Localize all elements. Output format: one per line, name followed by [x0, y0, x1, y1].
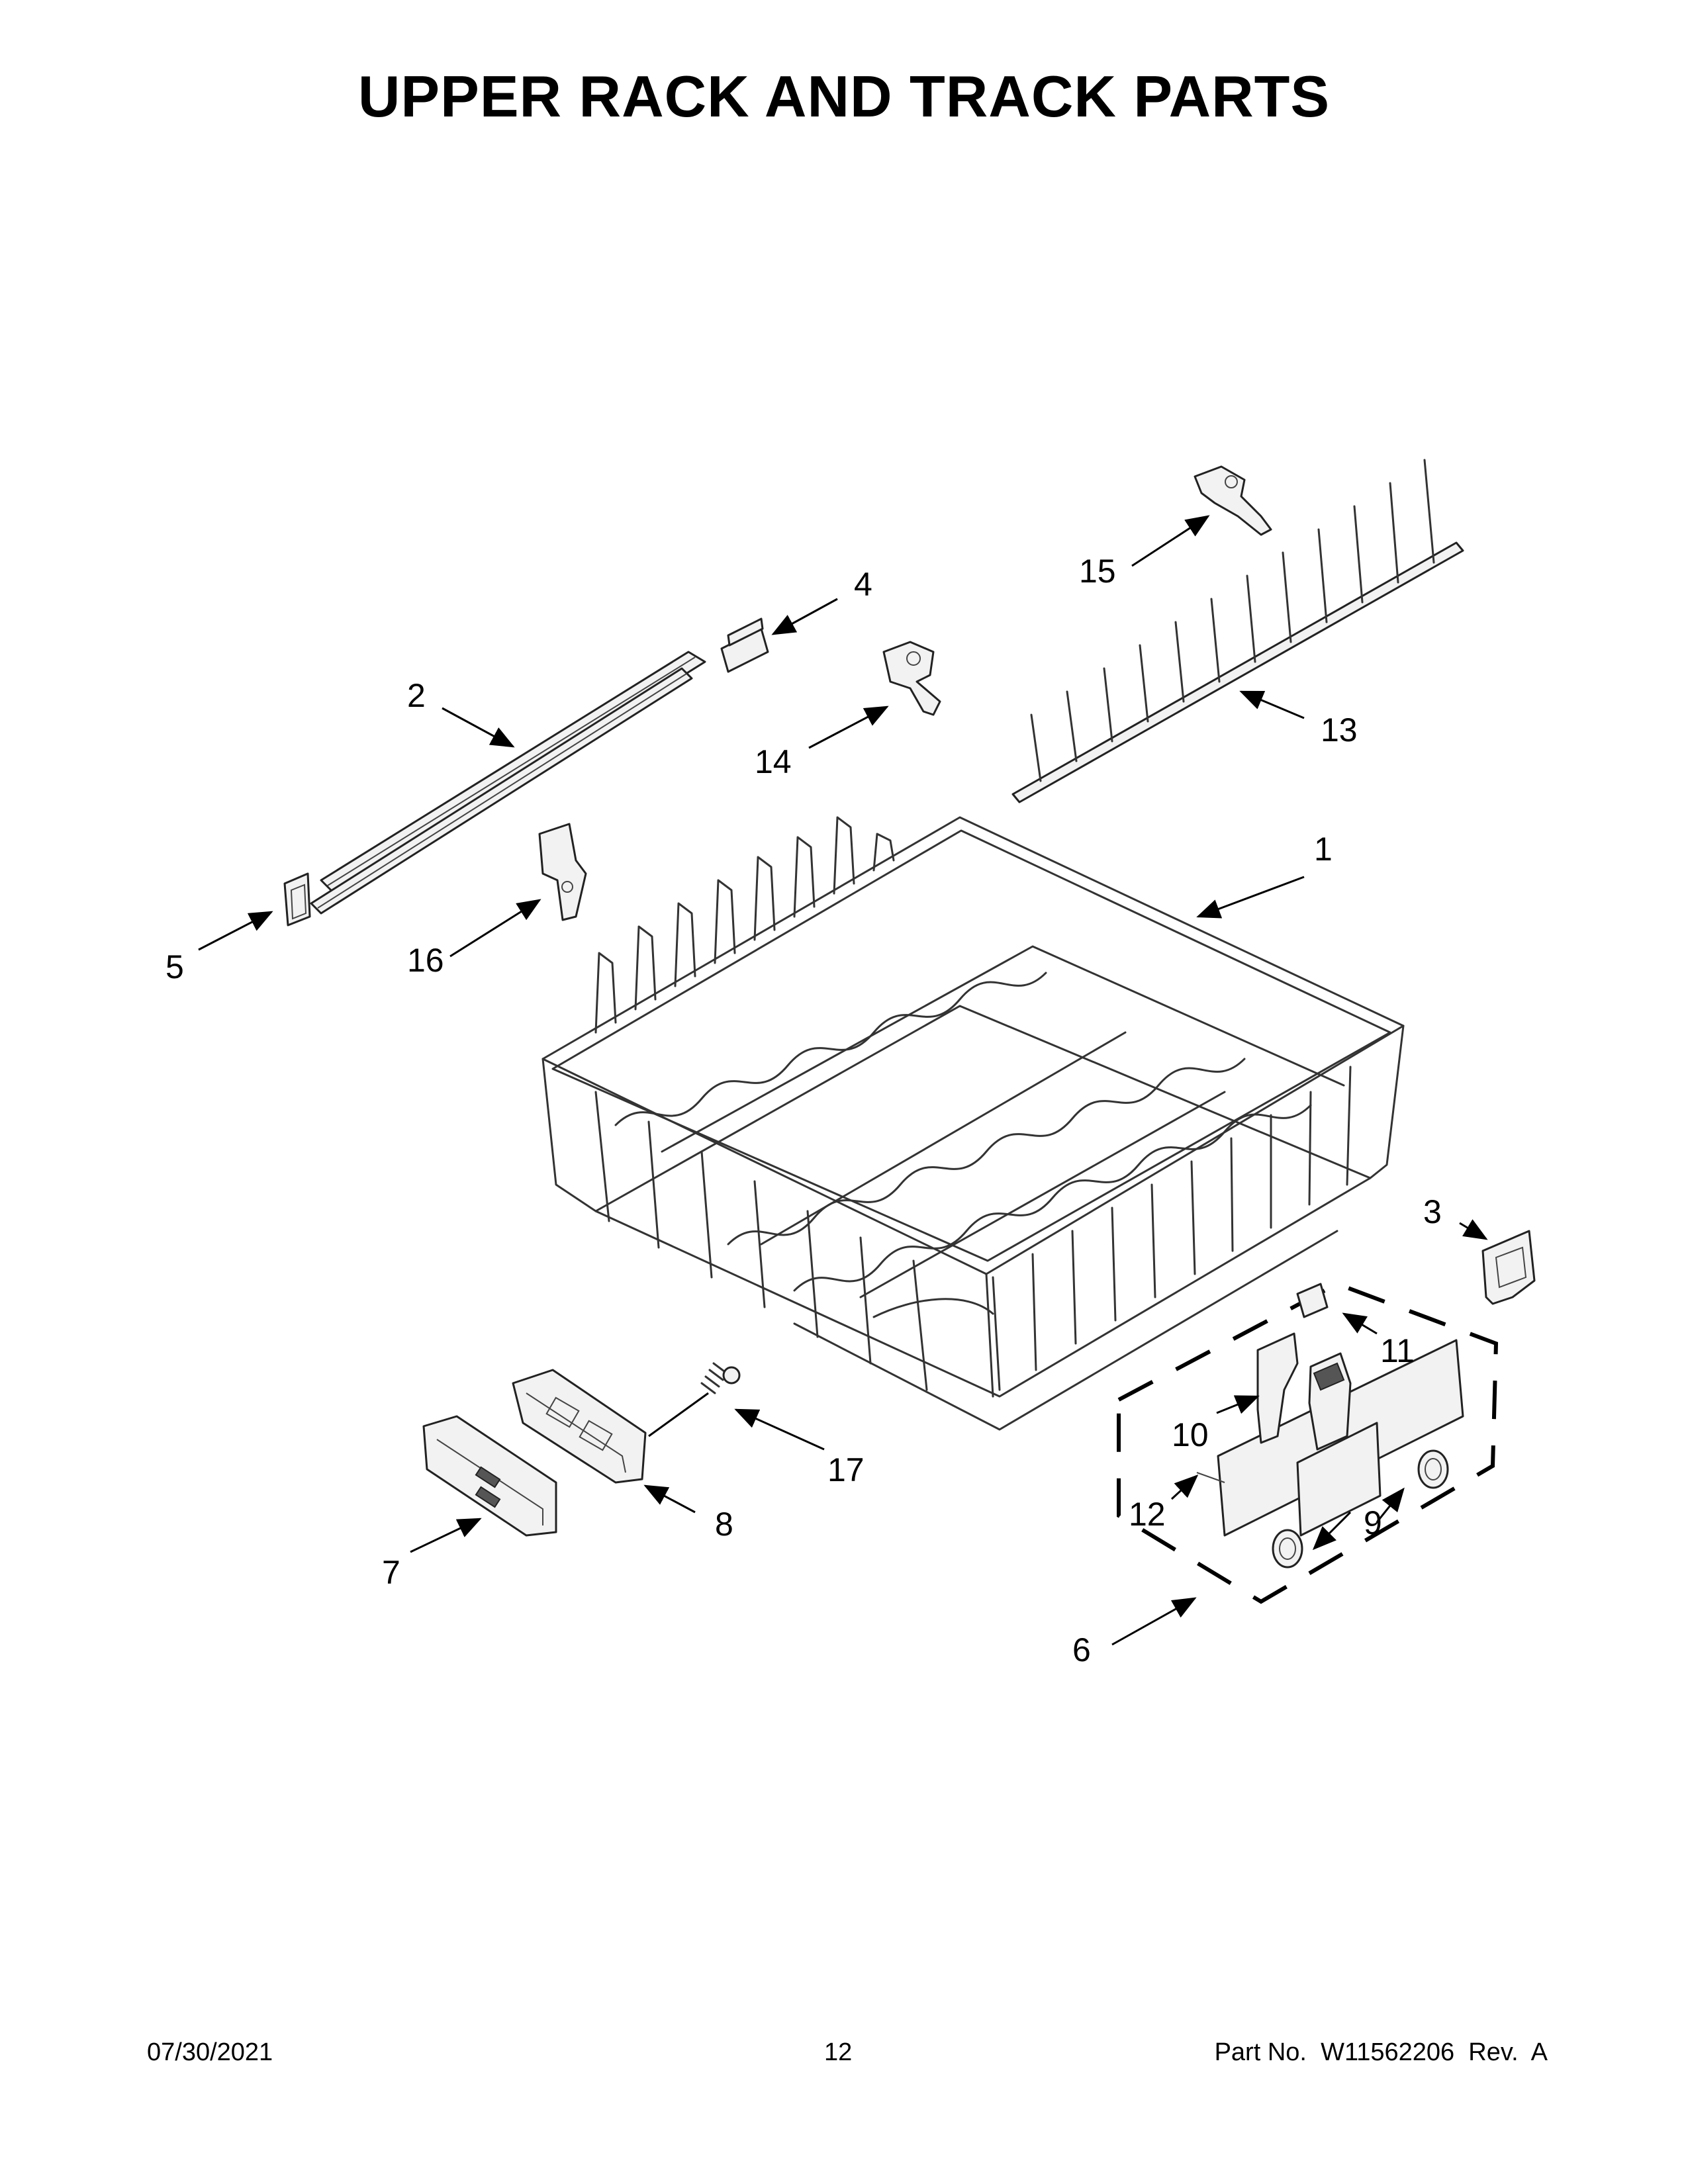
rail-stop-part — [283, 872, 311, 927]
callout-3: 3 — [1423, 1193, 1442, 1230]
callout-6: 6 — [1072, 1631, 1091, 1668]
footer-part-number: Part No. W11562206 Rev. A — [1214, 2038, 1548, 2066]
callout-14: 14 — [755, 743, 792, 780]
callout-labels: 1 2 3 4 5 6 7 8 9 10 11 12 13 14 15 16 1… — [165, 553, 1442, 1668]
adjuster-assembly-outline — [1117, 1281, 1499, 1604]
side-clip-part — [1481, 1230, 1536, 1305]
tine-hinge-part — [1194, 465, 1272, 536]
page-title: UPPER RACK AND TRACK PARTS — [357, 64, 1331, 129]
track-rail-part — [310, 651, 706, 915]
callout-11: 11 — [1380, 1332, 1415, 1369]
callout-1: 1 — [1314, 831, 1333, 868]
callout-10: 10 — [1172, 1416, 1209, 1453]
callout-15: 15 — [1079, 553, 1116, 590]
upper-rack-basket-part — [541, 816, 1405, 1431]
callout-8: 8 — [715, 1506, 733, 1543]
callout-13: 13 — [1321, 711, 1358, 749]
handle-cover-part — [422, 1415, 557, 1537]
adjuster-assembly-part — [1196, 1283, 1464, 1569]
rack-clip-part — [538, 823, 587, 921]
fold-down-tines-part — [1011, 459, 1464, 803]
callout-5: 5 — [165, 948, 184, 985]
rail-end-cap-part — [720, 617, 769, 673]
tine-clip-part — [882, 641, 941, 716]
handle-housing-part — [512, 1369, 647, 1484]
spring-part — [648, 1362, 741, 1437]
callout-4: 4 — [854, 566, 872, 603]
leader-lines — [198, 515, 1488, 1646]
callout-16: 16 — [407, 942, 444, 979]
callout-12: 12 — [1129, 1496, 1166, 1533]
callout-17: 17 — [827, 1451, 865, 1488]
callout-9: 9 — [1364, 1504, 1382, 1541]
callout-2: 2 — [407, 677, 426, 714]
footer-date: 07/30/2021 — [147, 2038, 273, 2066]
callout-7: 7 — [382, 1554, 400, 1591]
footer-page-number: 12 — [824, 2038, 853, 2066]
